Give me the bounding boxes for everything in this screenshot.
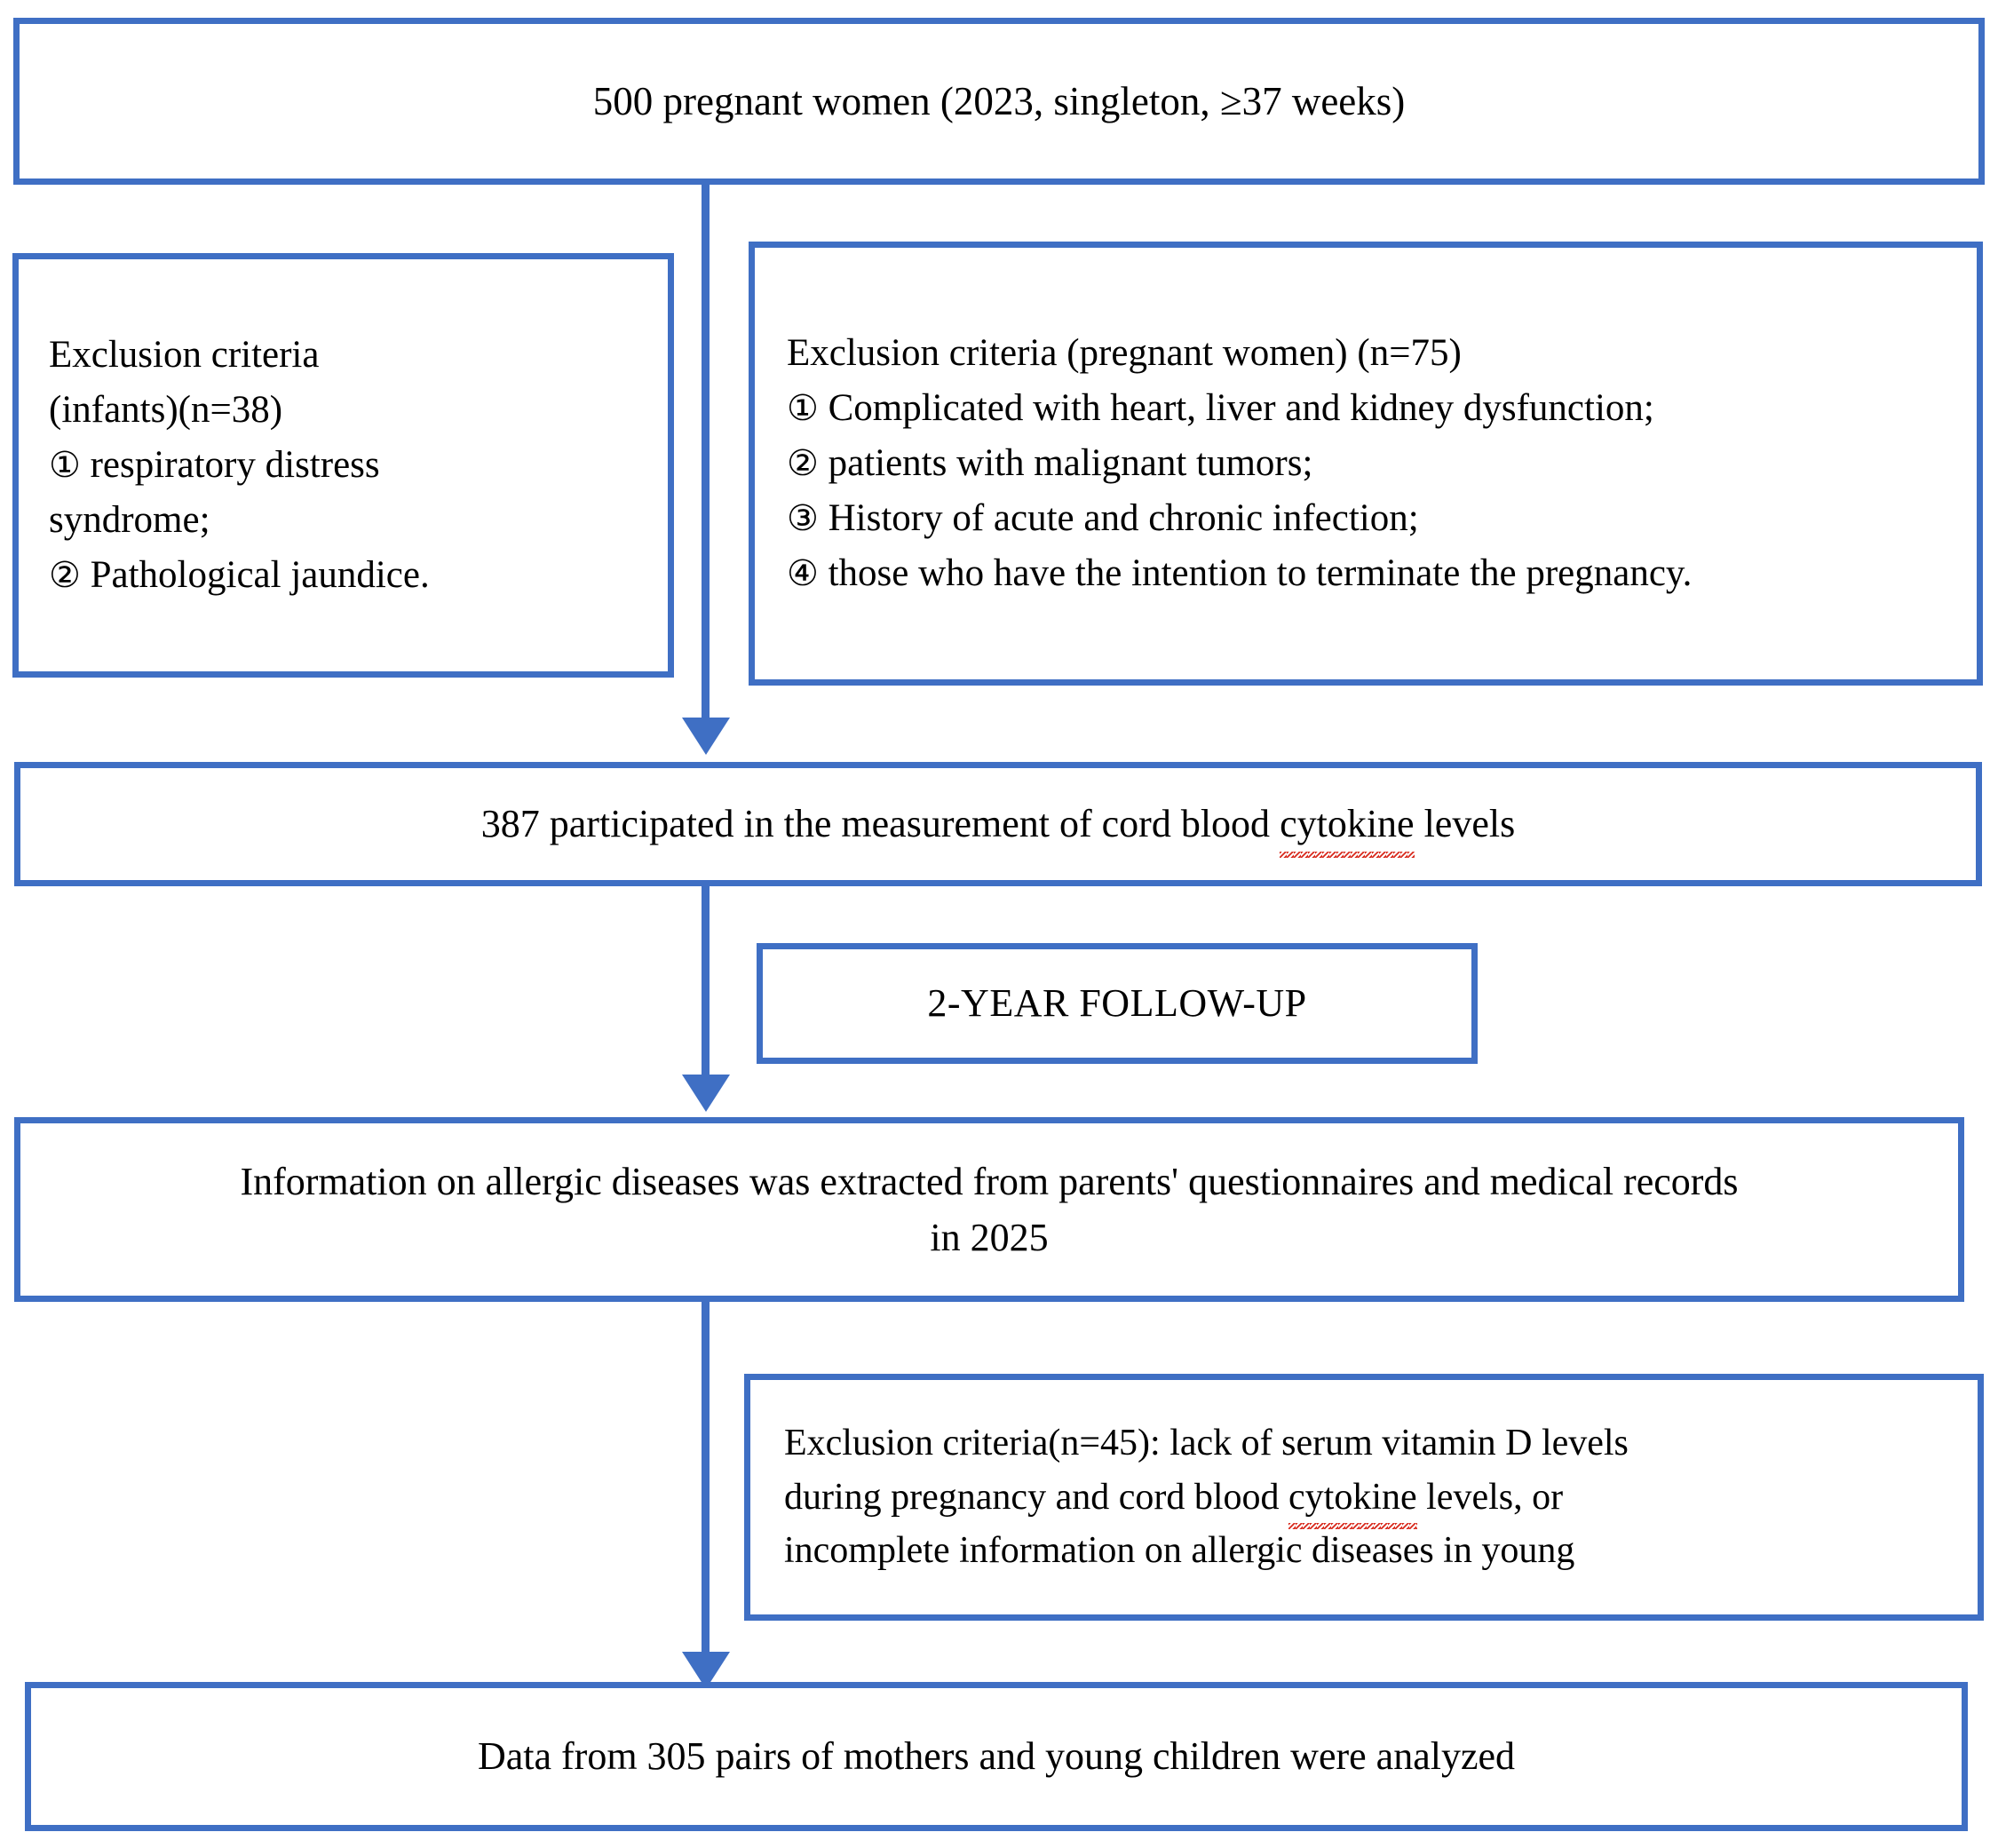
node-exclusion-pregnant-women: Exclusion criteria (pregnant women) (n=7…	[749, 242, 1983, 686]
connector-measured-to-extraction	[702, 886, 710, 1091]
spellcheck-flagged-word: cytokine	[1280, 796, 1415, 859]
exclusion-infants-item-1: ① respiratory distress	[49, 438, 638, 493]
node-followup-label: 2-YEAR FOLLOW-UP	[927, 981, 1307, 1026]
node-exclusion-infants: Exclusion criteria (infants)(n=38) ① res…	[12, 253, 674, 678]
exclusion-final-line3: incomplete information on allergic disea…	[784, 1530, 1575, 1572]
exclusion-final-line2-prefix: during pregnancy and cord blood	[784, 1476, 1289, 1518]
node-exclusion-final: Exclusion criteria(n=45): lack of serum …	[744, 1374, 1984, 1621]
exclusion-women-item-4: ④ those who have the intention to termin…	[787, 546, 1945, 601]
exclusion-women-item-4-text: those who have the intention to terminat…	[818, 551, 1693, 594]
circled-number-2-icon: ②	[49, 554, 81, 596]
node-measured: 387 participated in the measurement of c…	[14, 762, 1982, 886]
node-measured-suffix: levels	[1414, 802, 1516, 846]
node-extraction: Information on allergic diseases was ext…	[14, 1117, 1964, 1302]
circled-number-1-icon: ①	[787, 388, 819, 430]
node-analyzed: Data from 305 pairs of mothers and young…	[25, 1682, 1968, 1831]
spellcheck-flagged-word: cytokine	[1288, 1471, 1417, 1530]
exclusion-infants-item-1-cont: syndrome;	[49, 498, 210, 541]
connector-extraction-to-analyzed	[702, 1302, 710, 1673]
node-enrollment-label: 500 pregnant women (2023, singleton, ≥37…	[592, 78, 1406, 123]
arrowhead-enrollment-to-measured	[682, 718, 730, 755]
exclusion-final-line2-suffix: levels, or	[1416, 1476, 1564, 1518]
exclusion-infants-item-1-text: respiratory distress	[80, 444, 380, 487]
circled-number-2-icon: ②	[787, 443, 819, 485]
exclusion-women-item-2: ② patients with malignant tumors;	[787, 436, 1945, 491]
node-enrollment: 500 pregnant women (2023, singleton, ≥37…	[13, 18, 1985, 185]
arrowhead-measured-to-extraction	[682, 1075, 730, 1112]
node-extraction-line2: in 2025	[930, 1216, 1049, 1259]
exclusion-infants-heading-line1: Exclusion criteria	[49, 334, 320, 377]
node-extraction-line1: Information on allergic diseases was ext…	[240, 1159, 1739, 1203]
exclusion-infants-heading-line2: (infants)(n=38)	[49, 389, 283, 432]
exclusion-final-line1: Exclusion criteria(n=45): lack of serum …	[784, 1423, 1629, 1464]
node-measured-prefix: 387 participated in the measurement of c…	[480, 802, 1280, 846]
exclusion-women-item-3-text: History of acute and chronic infection;	[818, 496, 1419, 539]
node-analyzed-label: Data from 305 pairs of mothers and young…	[477, 1734, 1516, 1779]
circled-number-1-icon: ①	[49, 445, 81, 487]
exclusion-women-item-1: ① Complicated with heart, liver and kidn…	[787, 381, 1945, 436]
exclusion-women-heading: Exclusion criteria (pregnant women) (n=7…	[787, 332, 1462, 375]
connector-enrollment-to-measured	[702, 185, 710, 734]
exclusion-final-line2: during pregnancy and cord blood cytokine…	[784, 1471, 1944, 1530]
exclusion-infants-item-2: ② Pathological jaundice.	[49, 548, 638, 603]
node-followup: 2-YEAR FOLLOW-UP	[757, 943, 1478, 1064]
circled-number-4-icon: ④	[787, 552, 819, 594]
circled-number-3-icon: ③	[787, 497, 819, 539]
exclusion-women-item-1-text: Complicated with heart, liver and kidney…	[818, 387, 1654, 430]
exclusion-women-item-2-text: patients with malignant tumors;	[818, 442, 1313, 485]
exclusion-women-item-3: ③ History of acute and chronic infection…	[787, 491, 1945, 546]
node-measured-label: 387 participated in the measurement of c…	[44, 796, 1953, 859]
exclusion-infants-item-2-text: Pathological jaundice.	[80, 553, 430, 596]
